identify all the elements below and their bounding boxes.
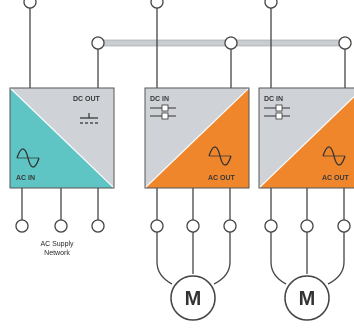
ac-input-terminal (15, 219, 29, 233)
rectifier-ac-in-label: AC IN (16, 175, 35, 182)
ac-supply-network-label-line1: AC Supply (40, 241, 74, 248)
ac-output-terminal (223, 219, 237, 233)
dc-symbol-icon (80, 113, 98, 124)
inverter-ac-out-label: AC OUT (322, 175, 350, 182)
top-terminal (23, 0, 37, 9)
bus-terminal (338, 36, 352, 50)
inverter-ac-out-label: AC OUT (208, 175, 236, 182)
dc-symbol-icon (264, 104, 290, 120)
ac-input-terminal (54, 219, 68, 233)
inverter-module: DC IN AC OUT (144, 87, 250, 189)
inverter-module: DC IN AC OUT (258, 87, 354, 189)
ac-output-terminal (337, 219, 351, 233)
motor-connection (156, 232, 231, 285)
dc-symbol-icon (150, 104, 176, 120)
inverter-dc-in-label: DC IN (264, 96, 283, 103)
ac-output-terminal (300, 219, 314, 233)
ac-supply-network-label-line2: Network (44, 250, 70, 257)
rectifier-dc-out-label: DC OUT (73, 96, 101, 103)
motor-label: M (185, 288, 202, 310)
ac-output-terminal (186, 219, 200, 233)
top-terminal (150, 0, 164, 9)
bus-terminal (91, 36, 105, 50)
bus-terminal (224, 36, 238, 50)
dc-bus-bar (97, 39, 351, 47)
ac-output-terminal (264, 219, 278, 233)
motor (284, 275, 330, 321)
ac-output-terminal (150, 219, 164, 233)
motor-label: M (299, 288, 316, 310)
rectifier-module: DC OUT AC IN (9, 87, 115, 189)
ac-input-terminal (91, 219, 105, 233)
top-terminal (264, 0, 278, 9)
motor (170, 275, 216, 321)
inverter-dc-in-label: DC IN (150, 96, 169, 103)
motor-connection (270, 232, 345, 285)
